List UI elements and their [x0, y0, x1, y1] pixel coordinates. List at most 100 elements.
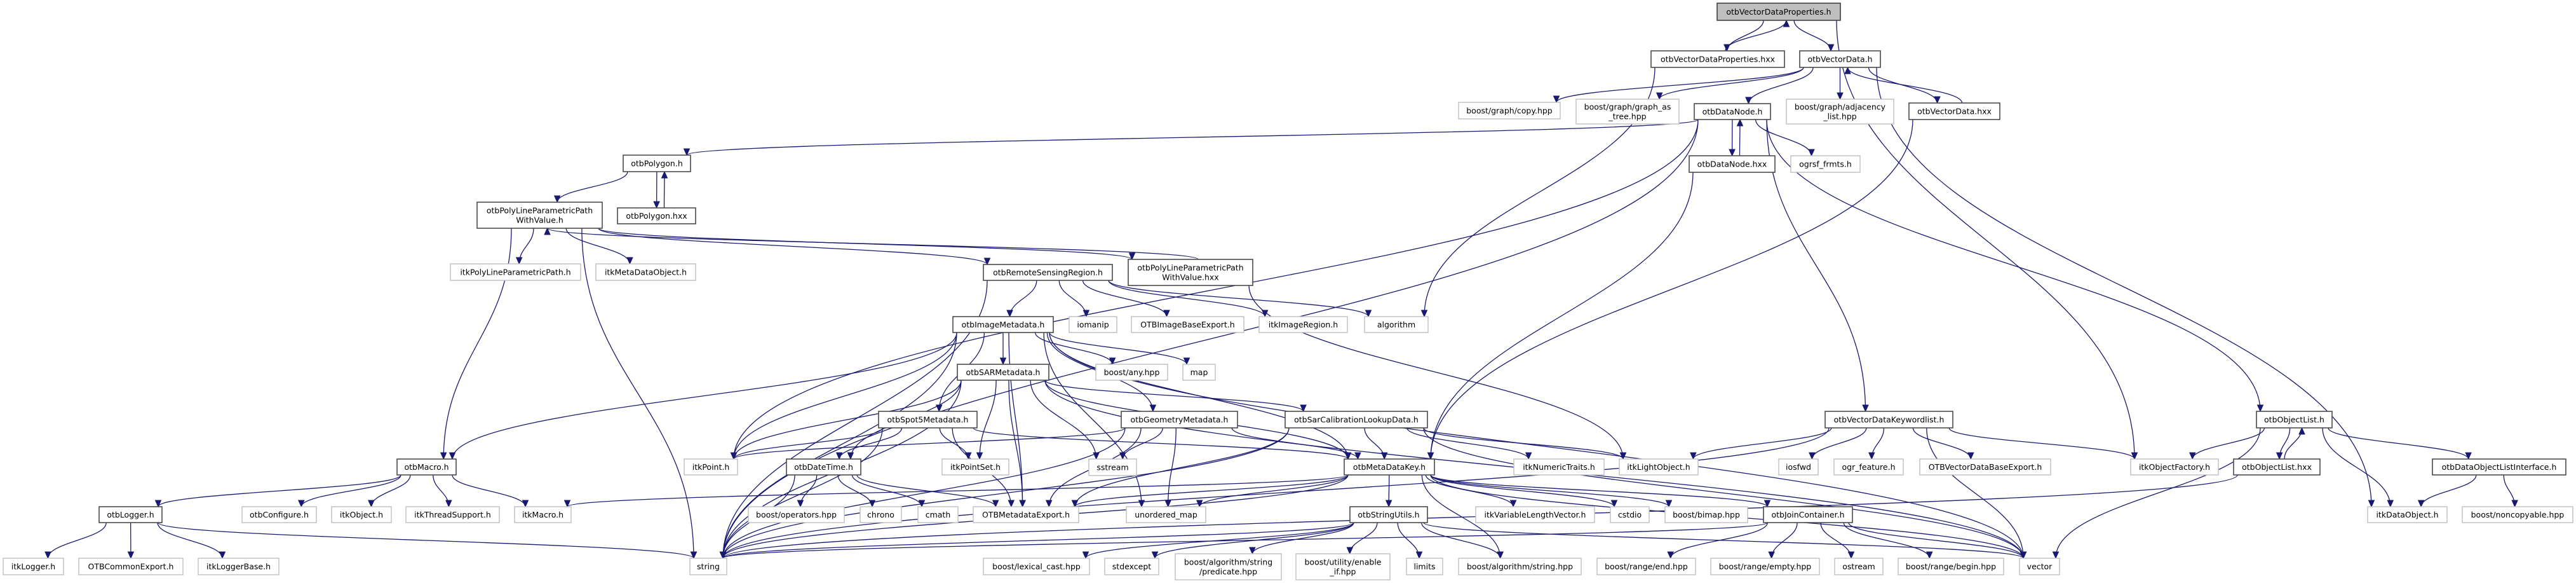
node-join[interactable]: otbJoinContainer.h — [1763, 506, 1853, 523]
node-macro[interactable]: otbMacro.h — [396, 458, 457, 476]
node-sarcal[interactable]: otbSarCalibrationLookupData.h — [1285, 411, 1428, 429]
node-box — [1919, 458, 2051, 476]
node-box — [3, 558, 64, 575]
node-label: iomanip — [1077, 320, 1109, 329]
edge-geom-to-string — [722, 427, 1126, 559]
arrowhead-icon — [1729, 149, 1736, 157]
node-vector: vector — [2019, 558, 2060, 575]
arrowhead-icon — [1071, 500, 1079, 508]
node-rsr[interactable]: otbRemoteSensingRegion.h — [983, 264, 1113, 281]
arrowhead-icon — [1783, 19, 1790, 27]
node-chrono: chrono — [860, 506, 902, 523]
node-itkts: itkThreadSupport.h — [405, 506, 500, 523]
node-box — [1258, 316, 1348, 333]
edge-sar-to-sstream — [1030, 380, 1097, 460]
node-label: boost/graph/adjacency — [1795, 102, 1886, 112]
node-poly-hxx[interactable]: otbPolygon.hxx — [617, 207, 696, 224]
node-vd-h[interactable]: otbVectorData.h — [1799, 50, 1881, 68]
node-label: otbMetaDataKey.h — [1353, 462, 1426, 472]
node-box — [786, 458, 861, 476]
edge-spot5-to-datetime — [839, 427, 903, 460]
arrowhead-icon — [1006, 310, 1013, 318]
edge-macro-to-logger — [158, 474, 401, 507]
node-doli[interactable]: otbDataObjectListInterface.h — [2432, 458, 2566, 476]
node-enableif: boost/utility/enable_if.hpp — [1295, 553, 1391, 580]
edge-mdk-to-bimap — [1430, 474, 1669, 507]
node-box — [2367, 506, 2448, 523]
node-box — [983, 558, 1090, 575]
node-poly-h[interactable]: otbPolygon.h — [623, 154, 691, 172]
node-box — [1799, 50, 1881, 68]
node-label: otbMacro.h — [405, 462, 449, 472]
node-ostream: ostream — [1834, 558, 1884, 575]
arrowhead-icon — [127, 551, 135, 559]
arrowhead-icon — [918, 500, 926, 508]
node-vdkw[interactable]: otbVectorDataKeywordlist.h — [1824, 411, 1953, 429]
arrowhead-icon — [626, 257, 633, 265]
arrowhead-icon — [2417, 500, 2425, 508]
node-ol-hxx[interactable]: otbObjectList.hxx — [2233, 458, 2321, 476]
arrowhead-icon — [653, 201, 660, 209]
arrowhead-icon — [1768, 551, 1775, 559]
node-vdbexp: OTBVectorDataBaseExport.h — [1919, 458, 2051, 476]
node-algorithm: algorithm — [1364, 316, 1429, 333]
arrowhead-icon — [1827, 44, 1835, 52]
node-box — [1131, 316, 1244, 333]
node-noncopy: boost/noncopyable.hpp — [2462, 506, 2573, 523]
edge-sarcal-to-itknt — [1406, 427, 1529, 460]
node-label: boost/graph/graph_as — [1584, 102, 1671, 112]
node-label: itkVariableLengthVector.h — [1485, 510, 1586, 519]
node-vdp-hxx[interactable]: otbVectorDataProperties.hxx — [1650, 50, 1785, 68]
node-box — [595, 263, 696, 281]
edge-mdk-to-cstdio — [1430, 474, 1615, 507]
node-configure: otbConfigure.h — [241, 506, 317, 523]
arrowhead-icon — [1354, 452, 1361, 460]
node-box — [1285, 411, 1428, 429]
node-string: string — [689, 558, 727, 575]
node-label: ostream — [1842, 562, 1875, 572]
arrowhead-icon — [2368, 500, 2375, 508]
node-box — [1664, 506, 1748, 523]
node-box — [917, 506, 959, 523]
node-datetime[interactable]: otbDateTime.h — [786, 458, 861, 476]
edge-plp_hxx-to-itklo — [1248, 285, 1624, 460]
arrowhead-icon — [553, 195, 561, 203]
node-label: ogr_feature.h — [1842, 462, 1896, 472]
node-itkpointset: itkPointSet.h — [941, 458, 1009, 476]
node-itkpoint: itkPoint.h — [684, 458, 738, 476]
arrowhead-icon — [1019, 500, 1026, 508]
node-label: cstdio — [1618, 510, 1642, 519]
node-boostops: boost/operators.hpp — [748, 506, 845, 523]
edge-plp_h-to-macro — [443, 228, 512, 460]
node-logger[interactable]: otbLogger.h — [98, 506, 163, 523]
node-dn-hxx[interactable]: otbDataNode.hxx — [1689, 155, 1776, 173]
edge-doli-to-itkdo — [2420, 474, 2477, 507]
node-vdp-h[interactable]: otbVectorDataProperties.h — [1716, 3, 1841, 21]
edge-vdkw-to-vector — [1926, 427, 2024, 559]
node-box — [1475, 506, 1595, 523]
node-strutils[interactable]: otbStringUtils.h — [1349, 506, 1428, 523]
node-label: otbVectorDataKeywordlist.h — [1834, 415, 1945, 425]
node-ol-h[interactable]: otbObjectList.h — [2256, 411, 2333, 429]
edge-vd_hxx-to-vd_h — [1847, 67, 1963, 104]
node-label: boost/noncopyable.hpp — [2471, 510, 2565, 519]
arrowhead-icon — [1525, 452, 1532, 460]
arrowhead-icon — [1862, 404, 1869, 413]
edge-spot5-to-mdk — [973, 427, 1349, 460]
edge-sar-to-mdexp — [1008, 380, 1023, 507]
node-mdk[interactable]: otbMetaDataKey.h — [1344, 458, 1435, 476]
node-vd-hxx[interactable]: otbVectorData.hxx — [1908, 102, 2000, 120]
node-dn-h[interactable]: otbDataNode.h — [1694, 103, 1771, 120]
edge-strutils-to-algstring — [1420, 522, 1501, 559]
arrowhead-icon — [2131, 452, 2138, 460]
node-imd[interactable]: otbImageMetadata.h — [952, 316, 1054, 333]
edge-vdkw-to-vdbexp — [1912, 427, 1971, 460]
arrowhead-icon — [1868, 452, 1875, 460]
node-geom[interactable]: otbGeometryMetadata.h — [1121, 411, 1238, 429]
node-spot5[interactable]: otbSpot5Metadata.h — [878, 411, 978, 429]
node-box — [1088, 458, 1137, 476]
node-itkdo: itkDataObject.h — [2367, 506, 2448, 523]
node-sar[interactable]: otbSARMetadata.h — [957, 364, 1049, 381]
